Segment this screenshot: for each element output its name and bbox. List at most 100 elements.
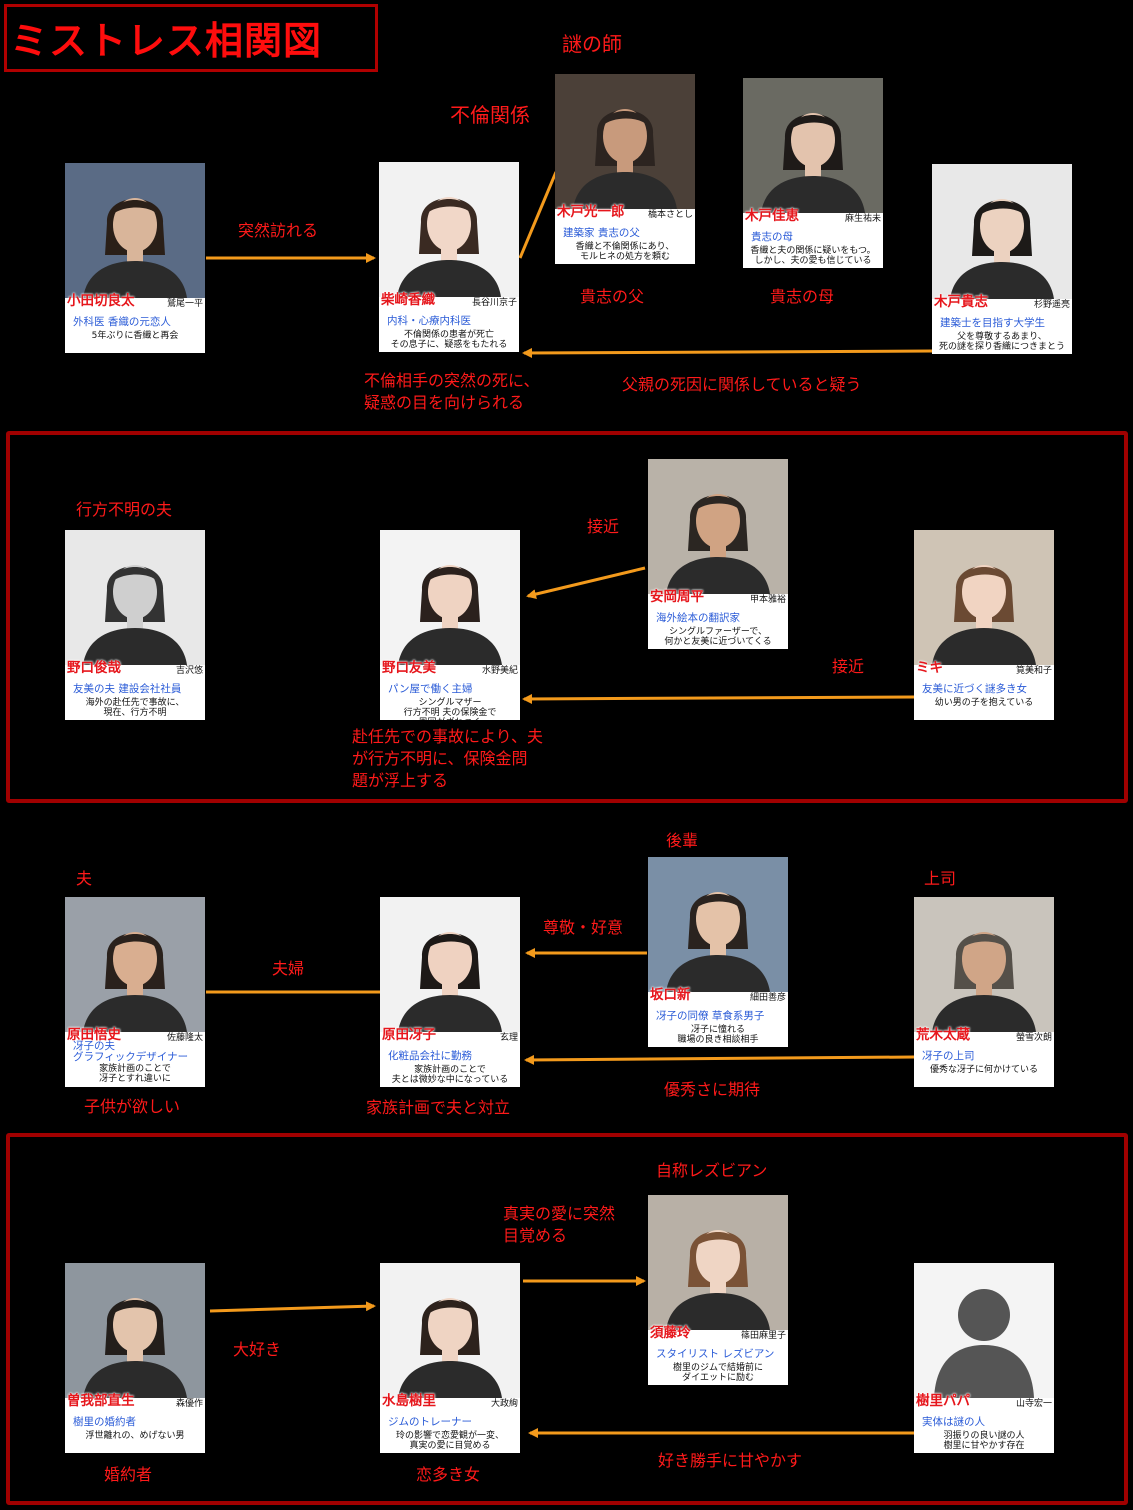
actor-name: 細田善彦: [749, 993, 786, 1003]
person-role: 友美の夫 建設会社社員: [73, 683, 182, 695]
person-description: 家族計画のことで 夫とは微妙な中になっている: [391, 1065, 509, 1085]
person-role: 冴子の上司: [922, 1050, 975, 1062]
portrait-photo: [932, 164, 1072, 299]
label-sekkin-2: 接近: [832, 657, 865, 676]
person-card-koichiro: 木戸光一郎橋本さとし建築家 貴志の父香織と不倫関係にあり、 モルヒネの処方を頼む: [555, 74, 695, 264]
person-description: 玲の影響で恋愛観が一変、 真実の愛に目覚める: [395, 1431, 504, 1451]
person-description: 父を尊敬するあまり、 死の謎を探り香織につきまとう: [938, 332, 1065, 352]
person-card-sogabe: 曽我部直生森優作樹里の婚約者浮世離れの、めげない男: [65, 1263, 205, 1453]
group-frame-tomomi: [6, 431, 1128, 803]
person-card-shunsuke: 野口俊哉 吉沢悠友美の夫 建設会社社員海外の赴任先で事故に、 現在、行方不明: [65, 530, 205, 720]
label-kodomo: 子供が欲しい: [84, 1097, 181, 1116]
person-description: 海外の赴任先で事故に、 現在、行方不明: [85, 698, 185, 718]
person-card-kaori: 柴崎香織長谷川京子内科・心療内科医不倫関係の患者が死亡 その息子に、疑惑をもたれ…: [379, 162, 519, 352]
label-sonkei: 尊敬・好意: [543, 918, 624, 937]
label-furin: 不倫関係: [450, 103, 530, 127]
arrow-miki-tomomi: [522, 693, 915, 704]
actor-name: 玄理: [499, 1033, 518, 1043]
portrait-photo: [648, 459, 788, 594]
actor-name: 鷲尾一平: [166, 299, 203, 309]
person-role: 外科医 香織の元恋人: [73, 316, 171, 328]
person-role: 友美に近づく謎多き女: [922, 683, 1027, 695]
person-description: 香織と不倫関係にあり、 モルヒネの処方を頼む: [575, 242, 675, 262]
portrait-photo: [379, 162, 519, 297]
person-role: 海外絵本の翻訳家: [656, 612, 740, 624]
person-description: 冴子に憧れる 職場の良き相談相手: [677, 1025, 759, 1045]
label-totsuzen: 突然訪れる: [238, 221, 319, 240]
person-role: 実体は謎の人: [922, 1416, 985, 1428]
label-accident: 赴任先での事故により、夫 が行方不明に、保険金問 題が浮上する: [352, 727, 544, 790]
person-description: 羽振りの良い謎の人 樹里に甘やかす存在: [943, 1431, 1025, 1451]
label-takashi-mother: 貴志の母: [770, 287, 835, 306]
label-konyakusha: 婚約者: [104, 1465, 153, 1484]
portrait-photo: [743, 78, 883, 213]
person-description: 優秀な冴子に何かけている: [929, 1065, 1038, 1075]
person-card-saeko: 原田冴子 玄理化粧品会社に勤務家族計画のことで 夫とは微妙な中になっている: [380, 897, 520, 1087]
person-name: 木戸貴志: [934, 294, 988, 310]
group-frame-juri: [6, 1133, 1128, 1505]
portrait-photo: [65, 897, 205, 1032]
person-role: 建築士を目指す大学生: [940, 317, 1045, 329]
label-yushu: 優秀さに期待: [664, 1080, 761, 1099]
person-card-yoshie: 木戸佳恵麻生祐未貴志の母香織と夫の関係に疑いをもつ。 しかし、夫の愛も信じている: [743, 78, 883, 268]
portrait-photo: [380, 1263, 520, 1398]
portrait-photo: [380, 530, 520, 665]
portrait-photo: [914, 897, 1054, 1032]
person-name: 曽我部直生: [67, 1393, 135, 1409]
person-name: 原田悟史: [67, 1027, 121, 1043]
person-name: 安岡周平: [650, 589, 704, 605]
person-role: ジムのトレーナー: [388, 1416, 472, 1428]
label-shinjitsu: 真実の愛に突然 目覚める: [503, 1204, 616, 1245]
person-role: 冴子の夫 グラフィックデザイナー: [73, 1040, 189, 1063]
person-role: 貴志の母: [751, 231, 793, 243]
arrow-yasuoka-tomomi: [526, 566, 646, 600]
person-name: 木戸佳恵: [745, 208, 799, 224]
label-amayakasu: 好き勝手に甘やかす: [658, 1451, 803, 1470]
person-role: 化粧品会社に勤務: [388, 1050, 472, 1062]
person-name: 須藤玲: [650, 1325, 691, 1341]
actor-name: 吉沢悠: [175, 666, 203, 676]
arrow-araki-saeko: [524, 1054, 915, 1065]
actor-name: 佐藤隆太: [166, 1033, 203, 1043]
label-kohai: 後輩: [666, 831, 699, 850]
person-description: 5年ぶりに香織と再会: [91, 331, 179, 341]
person-card-takashi: 木戸貴志杉野遥亮建築士を目指す大学生父を尊敬するあまり、 死の謎を探り香織につき…: [932, 164, 1072, 354]
person-card-rei: 須藤玲篠田麻里子スタイリスト レズビアン樹里のジムで結婚前に ダイエットに励む: [648, 1195, 788, 1385]
actor-name: 篠田麻里子: [740, 1331, 786, 1341]
label-daisuki: 大好き: [233, 1340, 282, 1359]
person-name: ミキ: [916, 660, 943, 676]
label-koioi: 恋多き女: [416, 1465, 481, 1484]
person-description: シングルファーザーで、 何かと友美に近づいてくる: [664, 627, 772, 647]
label-father-death: 父親の死因に関係していると疑う: [622, 375, 862, 394]
person-description: 家族計画のことで 冴子とすれ違いに: [99, 1064, 171, 1084]
person-card-odagiri: 小田切良太 鷲尾一平外科医 香織の元恋人 5年ぶりに香織と再会: [65, 163, 205, 353]
actor-name: 筧美和子: [1015, 666, 1052, 676]
label-furin-death: 不倫相手の突然の死に、 疑惑の目を向けられる: [364, 371, 540, 412]
portrait-photo: [555, 74, 695, 209]
person-name: 原田冴子: [382, 1027, 436, 1043]
portrait-photo: [65, 530, 205, 665]
person-name: 柴崎香織: [381, 292, 435, 308]
actor-name: 水野美紀: [481, 666, 518, 676]
person-role: パン屋で働く主婦: [388, 683, 473, 695]
person-description: 浮世離れの、めげない男: [85, 1431, 185, 1441]
label-lesbian: 自称レズビアン: [656, 1161, 768, 1180]
person-role: 内科・心療内科医: [387, 315, 471, 327]
actor-name: 橋本さとし: [647, 210, 693, 220]
title-frame: [4, 4, 378, 72]
line-kaori-koichiro: [518, 171, 558, 259]
person-name: 坂口新: [650, 987, 691, 1003]
label-kazoku: 家族計画で夫と対立: [366, 1098, 511, 1117]
person-name: 小田切良太: [67, 293, 135, 309]
person-card-papa: 樹里パパ山寺宏一実体は謎の人羽振りの良い謎の人 樹里に甘やかす存在: [914, 1263, 1054, 1453]
person-name: 野口俊哉: [67, 660, 121, 676]
portrait-photo: [914, 530, 1054, 665]
person-description: 香織と夫の関係に疑いをもつ。 しかし、夫の愛も信じている: [750, 246, 876, 266]
silhouette-icon: [914, 1263, 1054, 1398]
label-missing-husband: 行方不明の夫: [76, 500, 173, 519]
person-card-sakaguchi: 坂口新細田善彦冴子の同僚 草食系男子冴子に憧れる 職場の良き相談相手: [648, 857, 788, 1047]
portrait-photo: [648, 857, 788, 992]
label-joshi: 上司: [924, 869, 957, 888]
